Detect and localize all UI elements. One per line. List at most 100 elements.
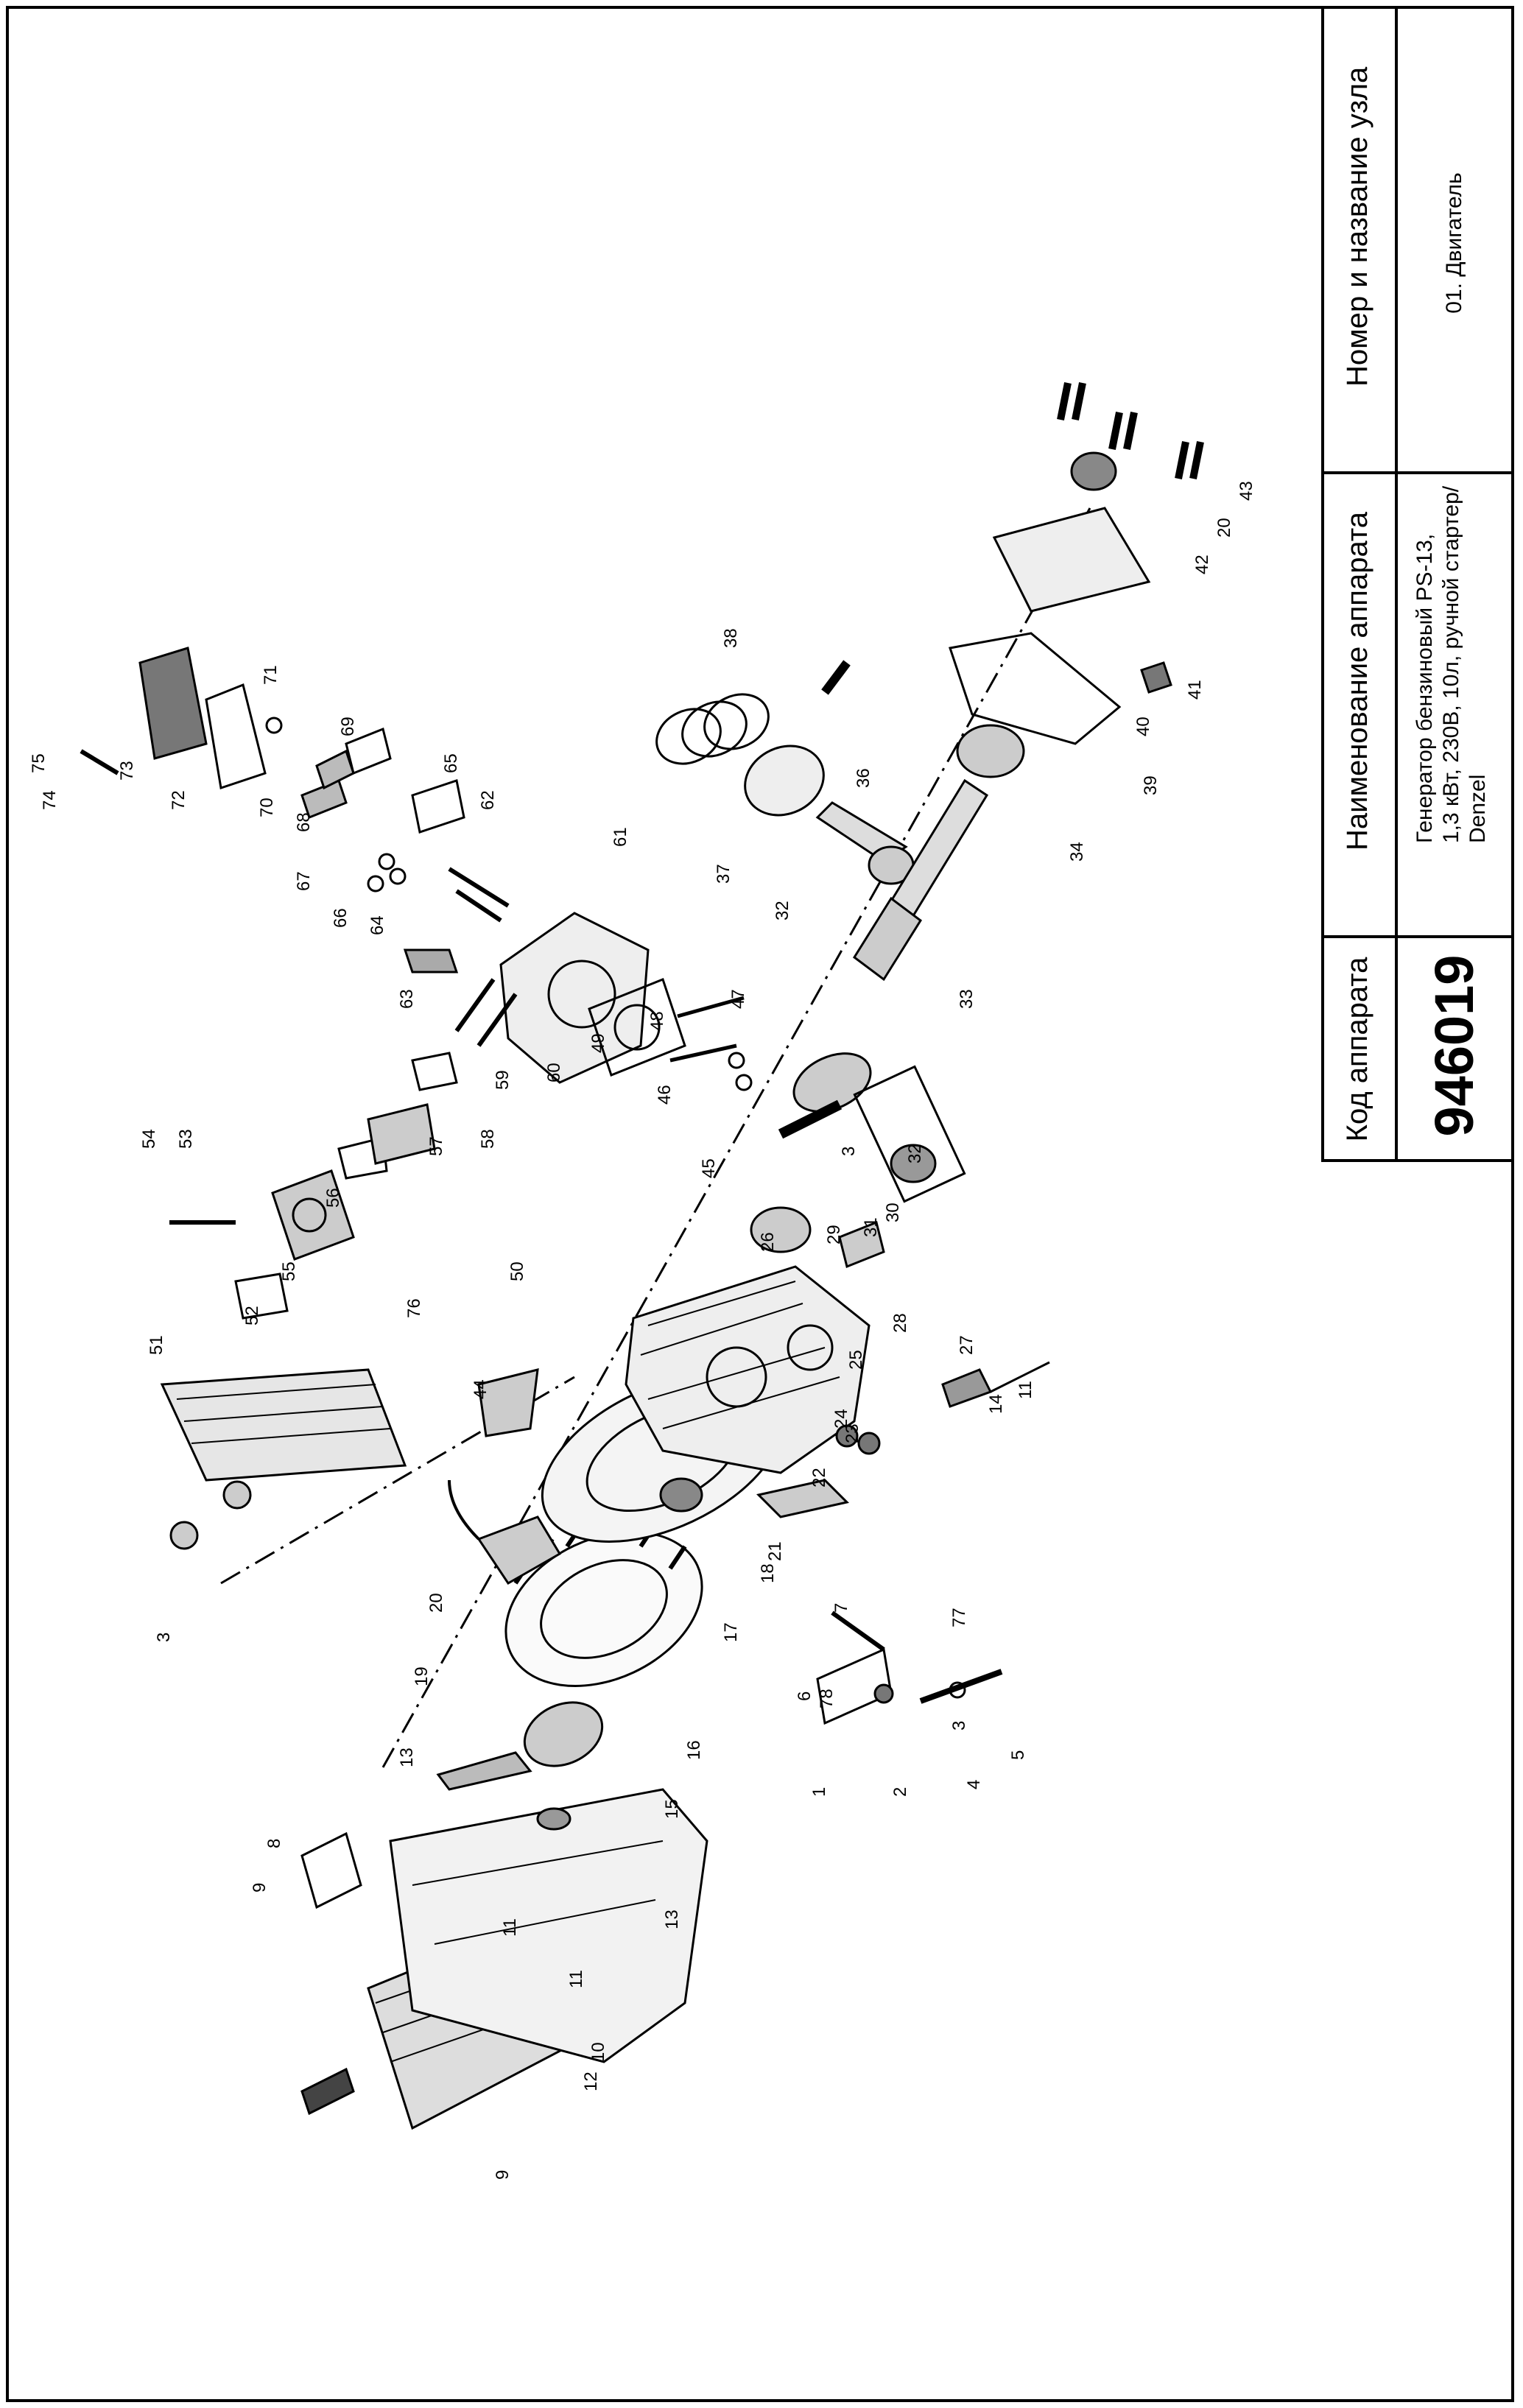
callout-number: 44 <box>471 1379 490 1399</box>
callout-number: 32 <box>905 1144 925 1163</box>
callout-number: 32 <box>773 901 792 920</box>
callout-number: 26 <box>758 1232 778 1252</box>
unit-value: 01. Двигатель <box>1442 172 1466 314</box>
callout-number: 4 <box>964 1780 984 1789</box>
callout-number: 11 <box>1016 1381 1035 1399</box>
callout-number: 29 <box>824 1225 844 1245</box>
callout-number: 65 <box>441 753 461 773</box>
part-case-gasket <box>949 632 1122 745</box>
callout-number: 36 <box>854 768 873 788</box>
part-cover-gasket <box>205 683 267 789</box>
callout-number: 11 <box>566 1970 586 1988</box>
callout-number: 61 <box>611 827 630 847</box>
part-carburetor <box>271 1169 355 1261</box>
name-value: Генератор бензиновый PS-13, 1,3 кВт, 230… <box>1413 485 1490 843</box>
callout-number: 25 <box>846 1350 866 1370</box>
part-ring <box>655 708 722 765</box>
callout-number: 74 <box>40 790 60 810</box>
part-fan-shroud <box>389 1788 708 2063</box>
callout-number: 46 <box>655 1085 675 1105</box>
name-header: Наименование аппарата <box>1341 512 1373 851</box>
part-starter-handle <box>300 2067 355 2116</box>
callout-number: 9 <box>493 2170 513 2180</box>
title-block <box>1321 6 1514 1162</box>
callout-number: 42 <box>1192 555 1212 574</box>
callout-number: 27 <box>957 1335 977 1355</box>
part-cylinder-head <box>499 912 650 1084</box>
callout-number: 49 <box>588 1033 608 1053</box>
callout-number: 9 <box>250 1883 270 1893</box>
callout-number: 73 <box>117 761 137 781</box>
part-oil-seal <box>659 1477 703 1513</box>
callout-number: 53 <box>176 1129 196 1149</box>
callout-number: 5 <box>1008 1750 1028 1760</box>
callout-number: 14 <box>986 1394 1006 1414</box>
callout-number: 52 <box>242 1306 262 1326</box>
drawing-frame <box>6 6 1514 2402</box>
callout-number: 3 <box>154 1633 174 1642</box>
part-spark-plug <box>403 948 459 974</box>
callout-number: 17 <box>721 1622 741 1642</box>
part-oil-guard <box>756 1479 849 1518</box>
part-rocker-arm <box>315 749 355 790</box>
callout-number: 62 <box>478 790 498 810</box>
callout-number: 67 <box>294 871 314 891</box>
part-piston-pin <box>821 660 851 695</box>
part-insulator <box>337 1136 388 1180</box>
callout-number: 64 <box>367 915 387 935</box>
callout-number: 13 <box>397 1747 417 1767</box>
callout-number: 66 <box>331 908 351 928</box>
part-ignition-coil <box>476 1515 562 1585</box>
part-governor-box <box>853 1065 966 1203</box>
callout-number: 43 <box>1237 481 1256 501</box>
part-pushrod <box>455 889 502 923</box>
callout-number: 12 <box>581 2071 601 2091</box>
callout-number: 33 <box>957 989 977 1009</box>
callout-number: 71 <box>261 665 281 685</box>
callout-number: 76 <box>404 1298 424 1318</box>
callout-number: 59 <box>493 1070 513 1090</box>
part-valve-cover <box>138 647 208 760</box>
callout-number: 2 <box>890 1787 910 1797</box>
callout-number: 72 <box>169 790 189 810</box>
callout-number: 51 <box>147 1335 166 1355</box>
assembly-axis-2 <box>220 1376 575 1585</box>
part-oil-seal-top <box>1070 451 1117 491</box>
callout-number: 31 <box>861 1217 881 1237</box>
callout-number: 38 <box>721 628 741 648</box>
callout-number: 45 <box>699 1158 719 1178</box>
callout-number: 13 <box>662 1909 682 1929</box>
callout-number: 39 <box>1141 775 1161 795</box>
callout-number: 21 <box>765 1541 785 1561</box>
part-bracket <box>300 1831 362 1909</box>
part-nut <box>222 1480 252 1510</box>
part-ring <box>703 693 770 750</box>
callout-number: 3 <box>839 1147 859 1156</box>
part-shield <box>436 1751 532 1791</box>
part-nut <box>169 1521 199 1550</box>
callout-number: 55 <box>279 1261 299 1281</box>
callout-number: 1 <box>809 1787 829 1797</box>
part-pushrod <box>448 867 510 908</box>
part-gasket-57 <box>411 1052 458 1091</box>
part-crankcase-cover <box>992 507 1151 613</box>
callout-number: 40 <box>1133 717 1153 736</box>
callout-number: 23 <box>843 1423 862 1443</box>
part-heat-shield <box>477 1368 539 1437</box>
callout-number: 50 <box>507 1261 527 1281</box>
callout-number: 6 <box>795 1691 815 1701</box>
callout-number: 20 <box>426 1593 446 1613</box>
part-head-gasket <box>588 978 686 1077</box>
callout-number: 48 <box>647 1011 667 1031</box>
part-intake <box>367 1103 436 1165</box>
callout-number: 30 <box>883 1203 903 1222</box>
unit-header: Номер и название узла <box>1341 66 1373 387</box>
part-gasket <box>234 1272 289 1320</box>
code-value: 946019 <box>1424 954 1485 1137</box>
part-bearing <box>956 724 1025 778</box>
part-gasket-64 <box>411 779 465 834</box>
callout-number: 34 <box>1067 842 1087 862</box>
callout-number: 24 <box>831 1409 851 1429</box>
